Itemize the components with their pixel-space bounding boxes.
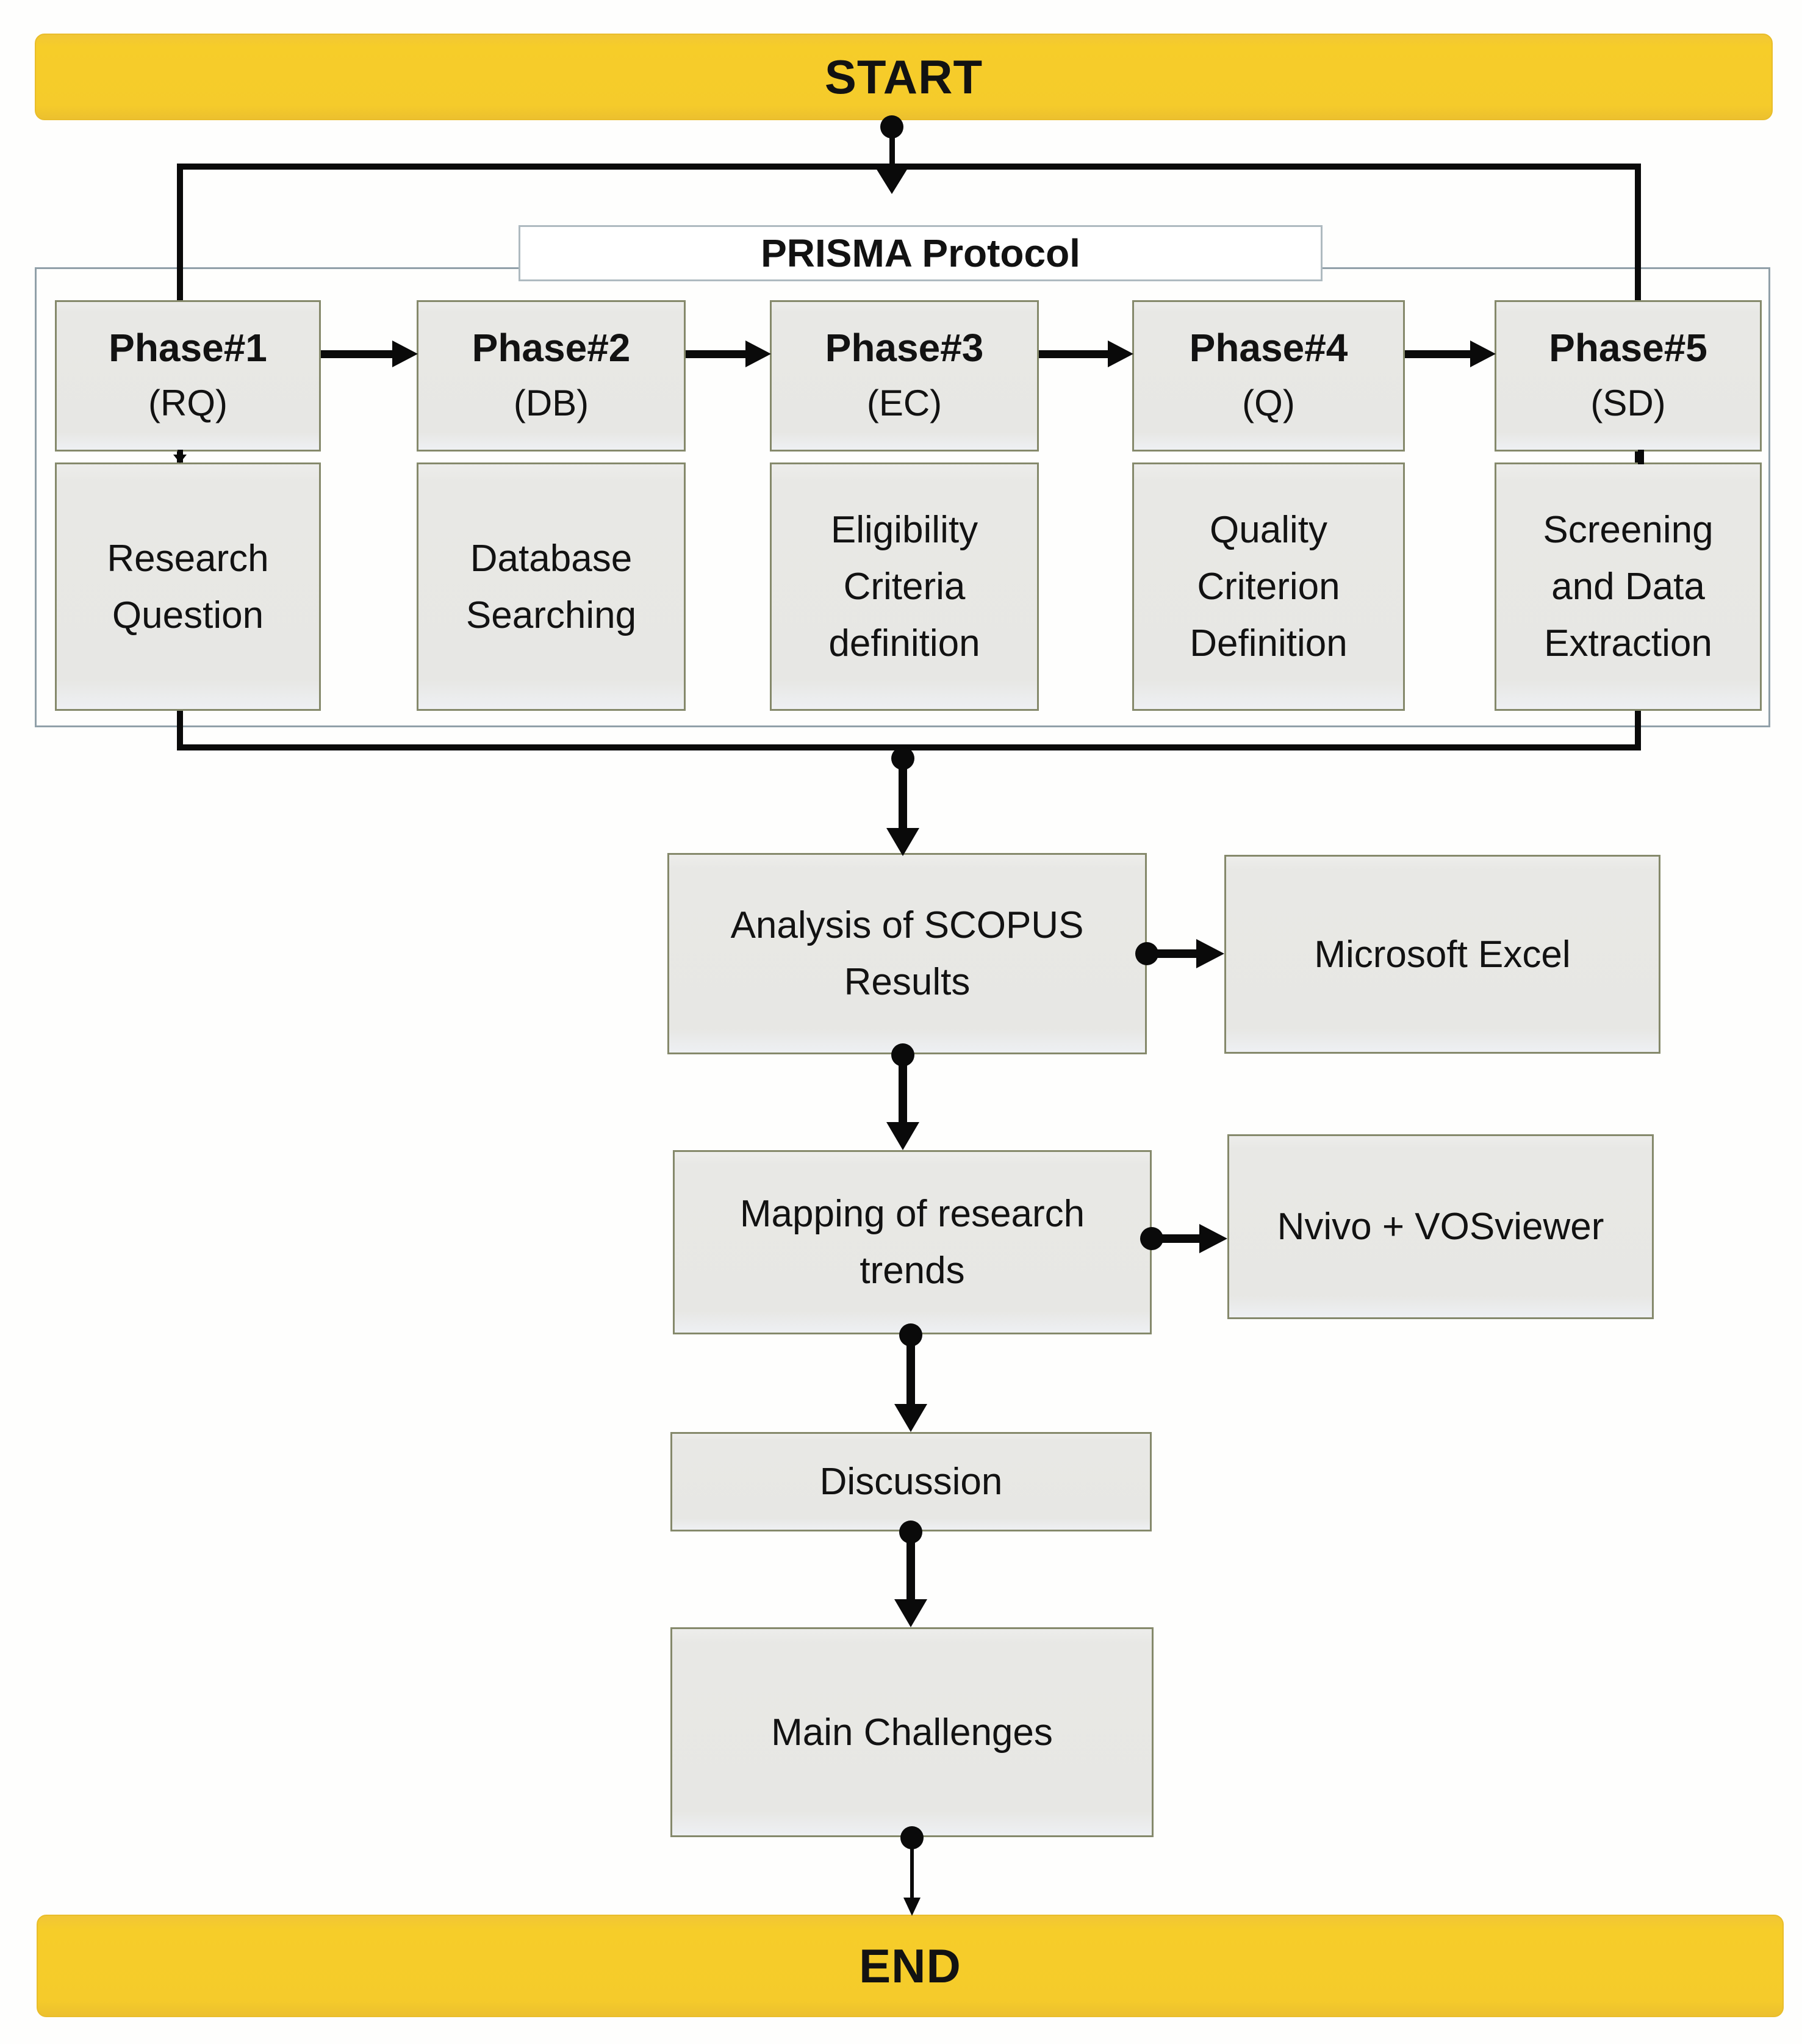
phase5-code: (SD) [1590,383,1666,424]
phase2-title-box: Phase#2 (DB) [417,300,686,452]
phase3-desc-box: Eligibility Criteria definition [770,462,1039,711]
phase2-title: Phase#2 [472,325,631,370]
phase5-frame-stub [1638,450,1644,464]
connector-stem [1152,1234,1199,1243]
phase5-desc: Screening and Data Extraction [1543,509,1714,664]
phase4-code: (Q) [1242,383,1295,424]
arrowhead-down [903,1898,921,1916]
prisma-protocol-label: PRISMA Protocol [519,225,1323,281]
arrowhead-right [745,340,771,367]
phase5-title: Phase#5 [1549,325,1707,370]
connector-stem [899,758,907,828]
phase3-title: Phase#3 [825,325,984,370]
connector-stem [686,350,745,358]
connector-stem [321,350,392,358]
connector-stem [1039,350,1108,358]
phase5-title-box: Phase#5 (SD) [1495,300,1762,452]
nvivo-vosviewer-box: Nvivo + VOSviewer [1227,1134,1654,1319]
arrowhead-down [886,1122,919,1150]
arrowhead-down [876,168,908,194]
connector-stem [889,127,895,171]
discussion-box: Discussion [670,1432,1152,1531]
connector-stem [899,1055,907,1122]
arrowhead-right [392,340,418,367]
main-challenges-box: Main Challenges [670,1627,1154,1837]
excel-label: Microsoft Excel [1314,933,1571,976]
analysis-label: Analysis of SCOPUS Results [730,904,1084,1003]
end-banner: END [37,1915,1784,2017]
mapping-label: Mapping of research trends [739,1193,1085,1292]
analysis-box: Analysis of SCOPUS Results [667,853,1147,1054]
phase4-desc: Quality Criterion Definition [1190,509,1348,664]
phase1-desc-box: Research Question [55,462,321,711]
discussion-label: Discussion [819,1461,1003,1503]
excel-box: Microsoft Excel [1224,855,1660,1054]
main-challenges-label: Main Challenges [771,1711,1053,1754]
arrowhead-down [886,828,919,856]
start-label: START [824,49,983,104]
phase3-title-box: Phase#3 (EC) [770,300,1039,452]
phase3-desc: Eligibility Criteria definition [828,509,980,664]
phase1-code: (RQ) [148,383,228,424]
phase1-title: Phase#1 [109,325,267,370]
phase4-desc-box: Quality Criterion Definition [1132,462,1405,711]
prisma-protocol-text: PRISMA Protocol [761,231,1080,275]
connector-stem [910,1838,914,1898]
start-banner: START [35,34,1773,120]
arrowhead-right [1196,939,1224,968]
connector-stem [1405,350,1470,358]
phase5-desc-box: Screening and Data Extraction [1495,462,1762,711]
end-label: END [859,1938,961,1993]
nvivo-vosviewer-label: Nvivo + VOSviewer [1277,1206,1604,1248]
arrowhead-right [1199,1224,1227,1253]
arrowhead-right [1470,340,1496,367]
arrowhead-down [894,1599,927,1627]
arrowhead-right [1108,340,1133,367]
phase2-desc-box: Database Searching [417,462,686,711]
phase3-code: (EC) [866,383,942,424]
phase4-title-box: Phase#4 (Q) [1132,300,1405,452]
phase1-desc: Research Question [107,537,269,636]
connector-stem [178,450,183,457]
phase2-desc: Database Searching [465,537,637,636]
connector-stem [906,1532,915,1599]
connector-stem [906,1335,915,1404]
arrowhead-down [894,1404,927,1432]
mapping-box: Mapping of research trends [673,1150,1152,1334]
arrowhead-down [173,455,187,463]
phase2-code: (DB) [513,383,589,424]
phase1-title-box: Phase#1 (RQ) [55,300,321,452]
phase4-title: Phase#4 [1189,325,1348,370]
connector-stem [1147,949,1196,958]
